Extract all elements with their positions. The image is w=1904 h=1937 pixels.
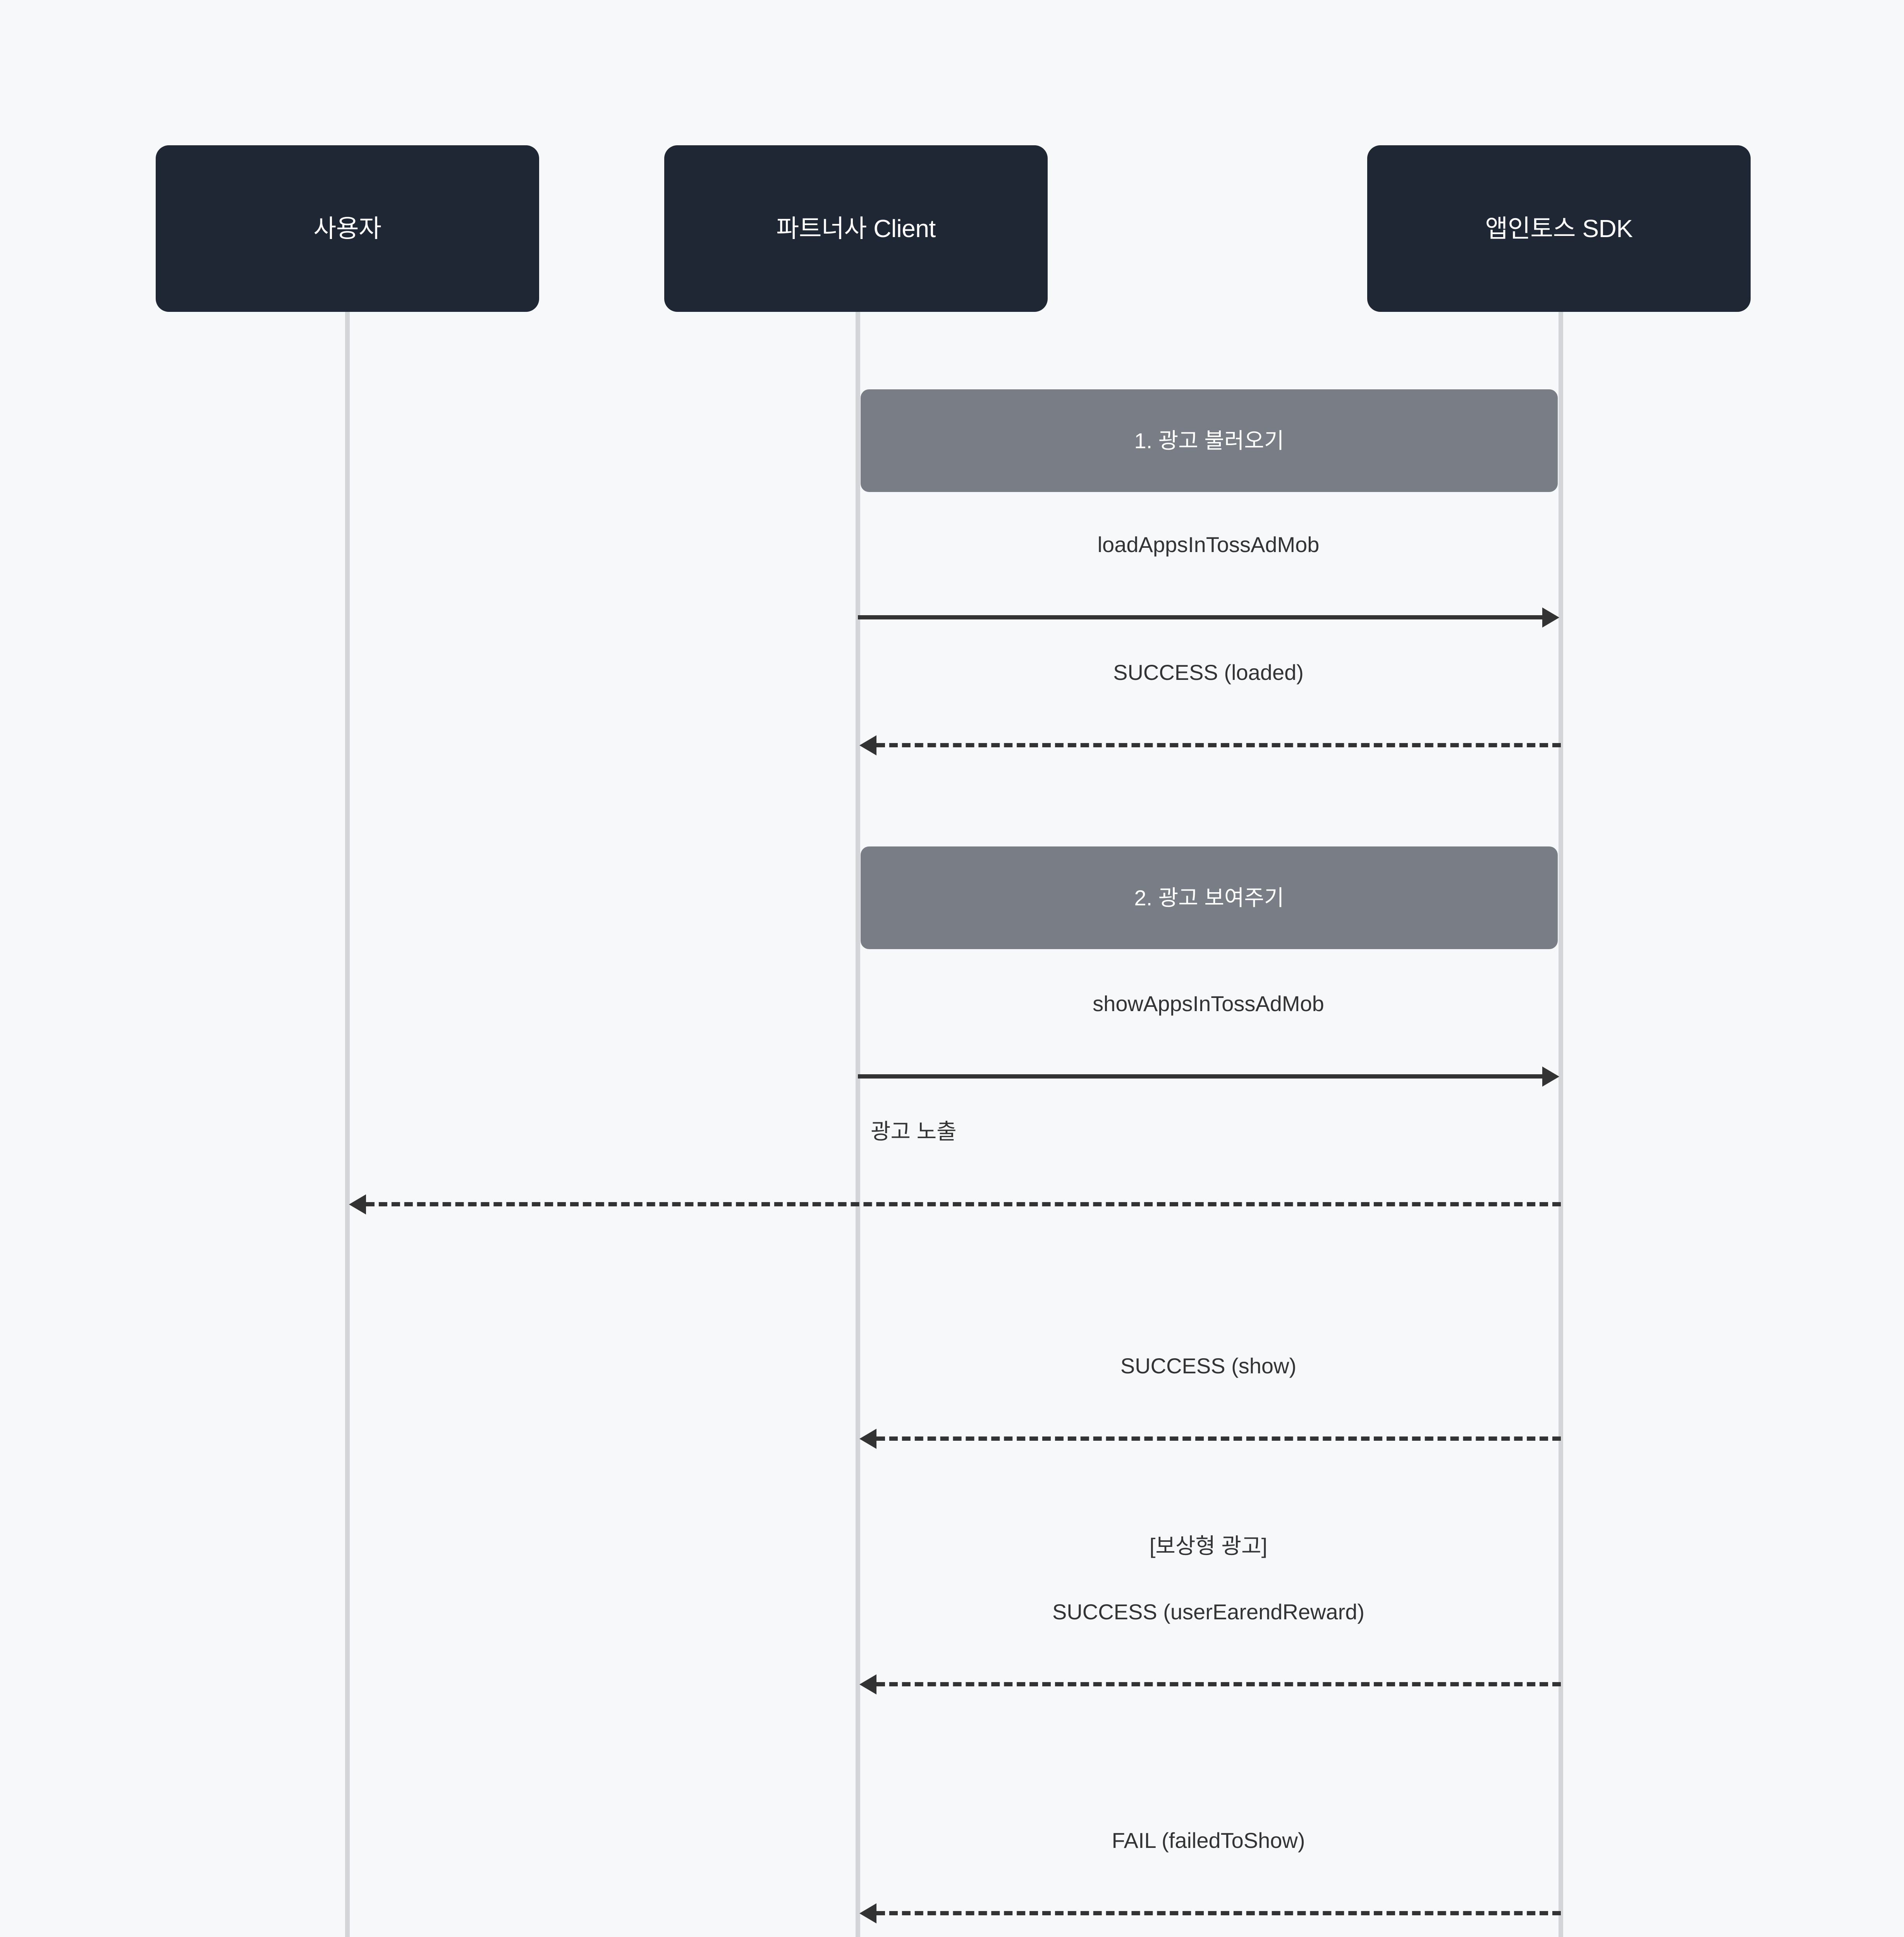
section-block-2: 2. 광고 보여주기	[861, 846, 1558, 949]
message-line-show-success	[876, 1436, 1561, 1441]
actor-label-client-top: 파트너사 Client	[776, 214, 936, 243]
lifeline-sdk	[1559, 311, 1563, 1937]
message-label-load-success: SUCCESS (loaded)	[1113, 660, 1304, 685]
lifeline-client	[856, 311, 860, 1937]
message-line-show-request	[858, 1074, 1542, 1079]
message-label-show-request: showAppsInTossAdMob	[1093, 991, 1324, 1016]
message-line-load-success	[876, 743, 1561, 747]
actor-label-user-top: 사용자	[313, 214, 381, 243]
actor-label-sdk-top: 앱인토스 SDK	[1485, 214, 1633, 243]
section-label-2: 2. 광고 보여주기	[1134, 885, 1284, 910]
message-arrowhead-load-success	[859, 735, 876, 755]
actor-box-user-top[interactable]: 사용자	[156, 145, 539, 312]
message-arrowhead-show-success	[859, 1429, 876, 1449]
message-arrowhead-reward-note	[859, 1674, 876, 1694]
message-arrowhead-show-request	[1542, 1067, 1559, 1087]
section-block-1: 1. 광고 불러오기	[861, 389, 1558, 492]
actor-box-sdk-top[interactable]: 앱인토스 SDK	[1367, 145, 1751, 312]
message-label-fail: FAIL (failedToShow)	[1112, 1828, 1305, 1853]
message-arrowhead-load-request	[1542, 607, 1559, 628]
message-line-load-request	[858, 615, 1542, 619]
message-label-ad-exposure: 광고 노출	[871, 1119, 957, 1144]
section-label-1: 1. 광고 불러오기	[1134, 428, 1284, 453]
message-line-fail	[876, 1911, 1561, 1915]
message-arrowhead-fail	[859, 1903, 876, 1923]
message-label-load-request: loadAppsInTossAdMob	[1097, 532, 1320, 557]
message-line-ad-exposure	[366, 1202, 1561, 1206]
lifeline-user	[345, 311, 350, 1937]
actor-box-client-top[interactable]: 파트너사 Client	[664, 145, 1048, 312]
message-arrowhead-ad-exposure	[349, 1194, 366, 1214]
message-label-reward-note-line2: SUCCESS (userEarendReward)	[1052, 1600, 1365, 1624]
message-label-show-success: SUCCESS (show)	[1120, 1354, 1297, 1378]
message-label-reward-note-line1: [보상형 광고]	[1149, 1534, 1268, 1558]
message-line-reward-note	[876, 1682, 1561, 1686]
